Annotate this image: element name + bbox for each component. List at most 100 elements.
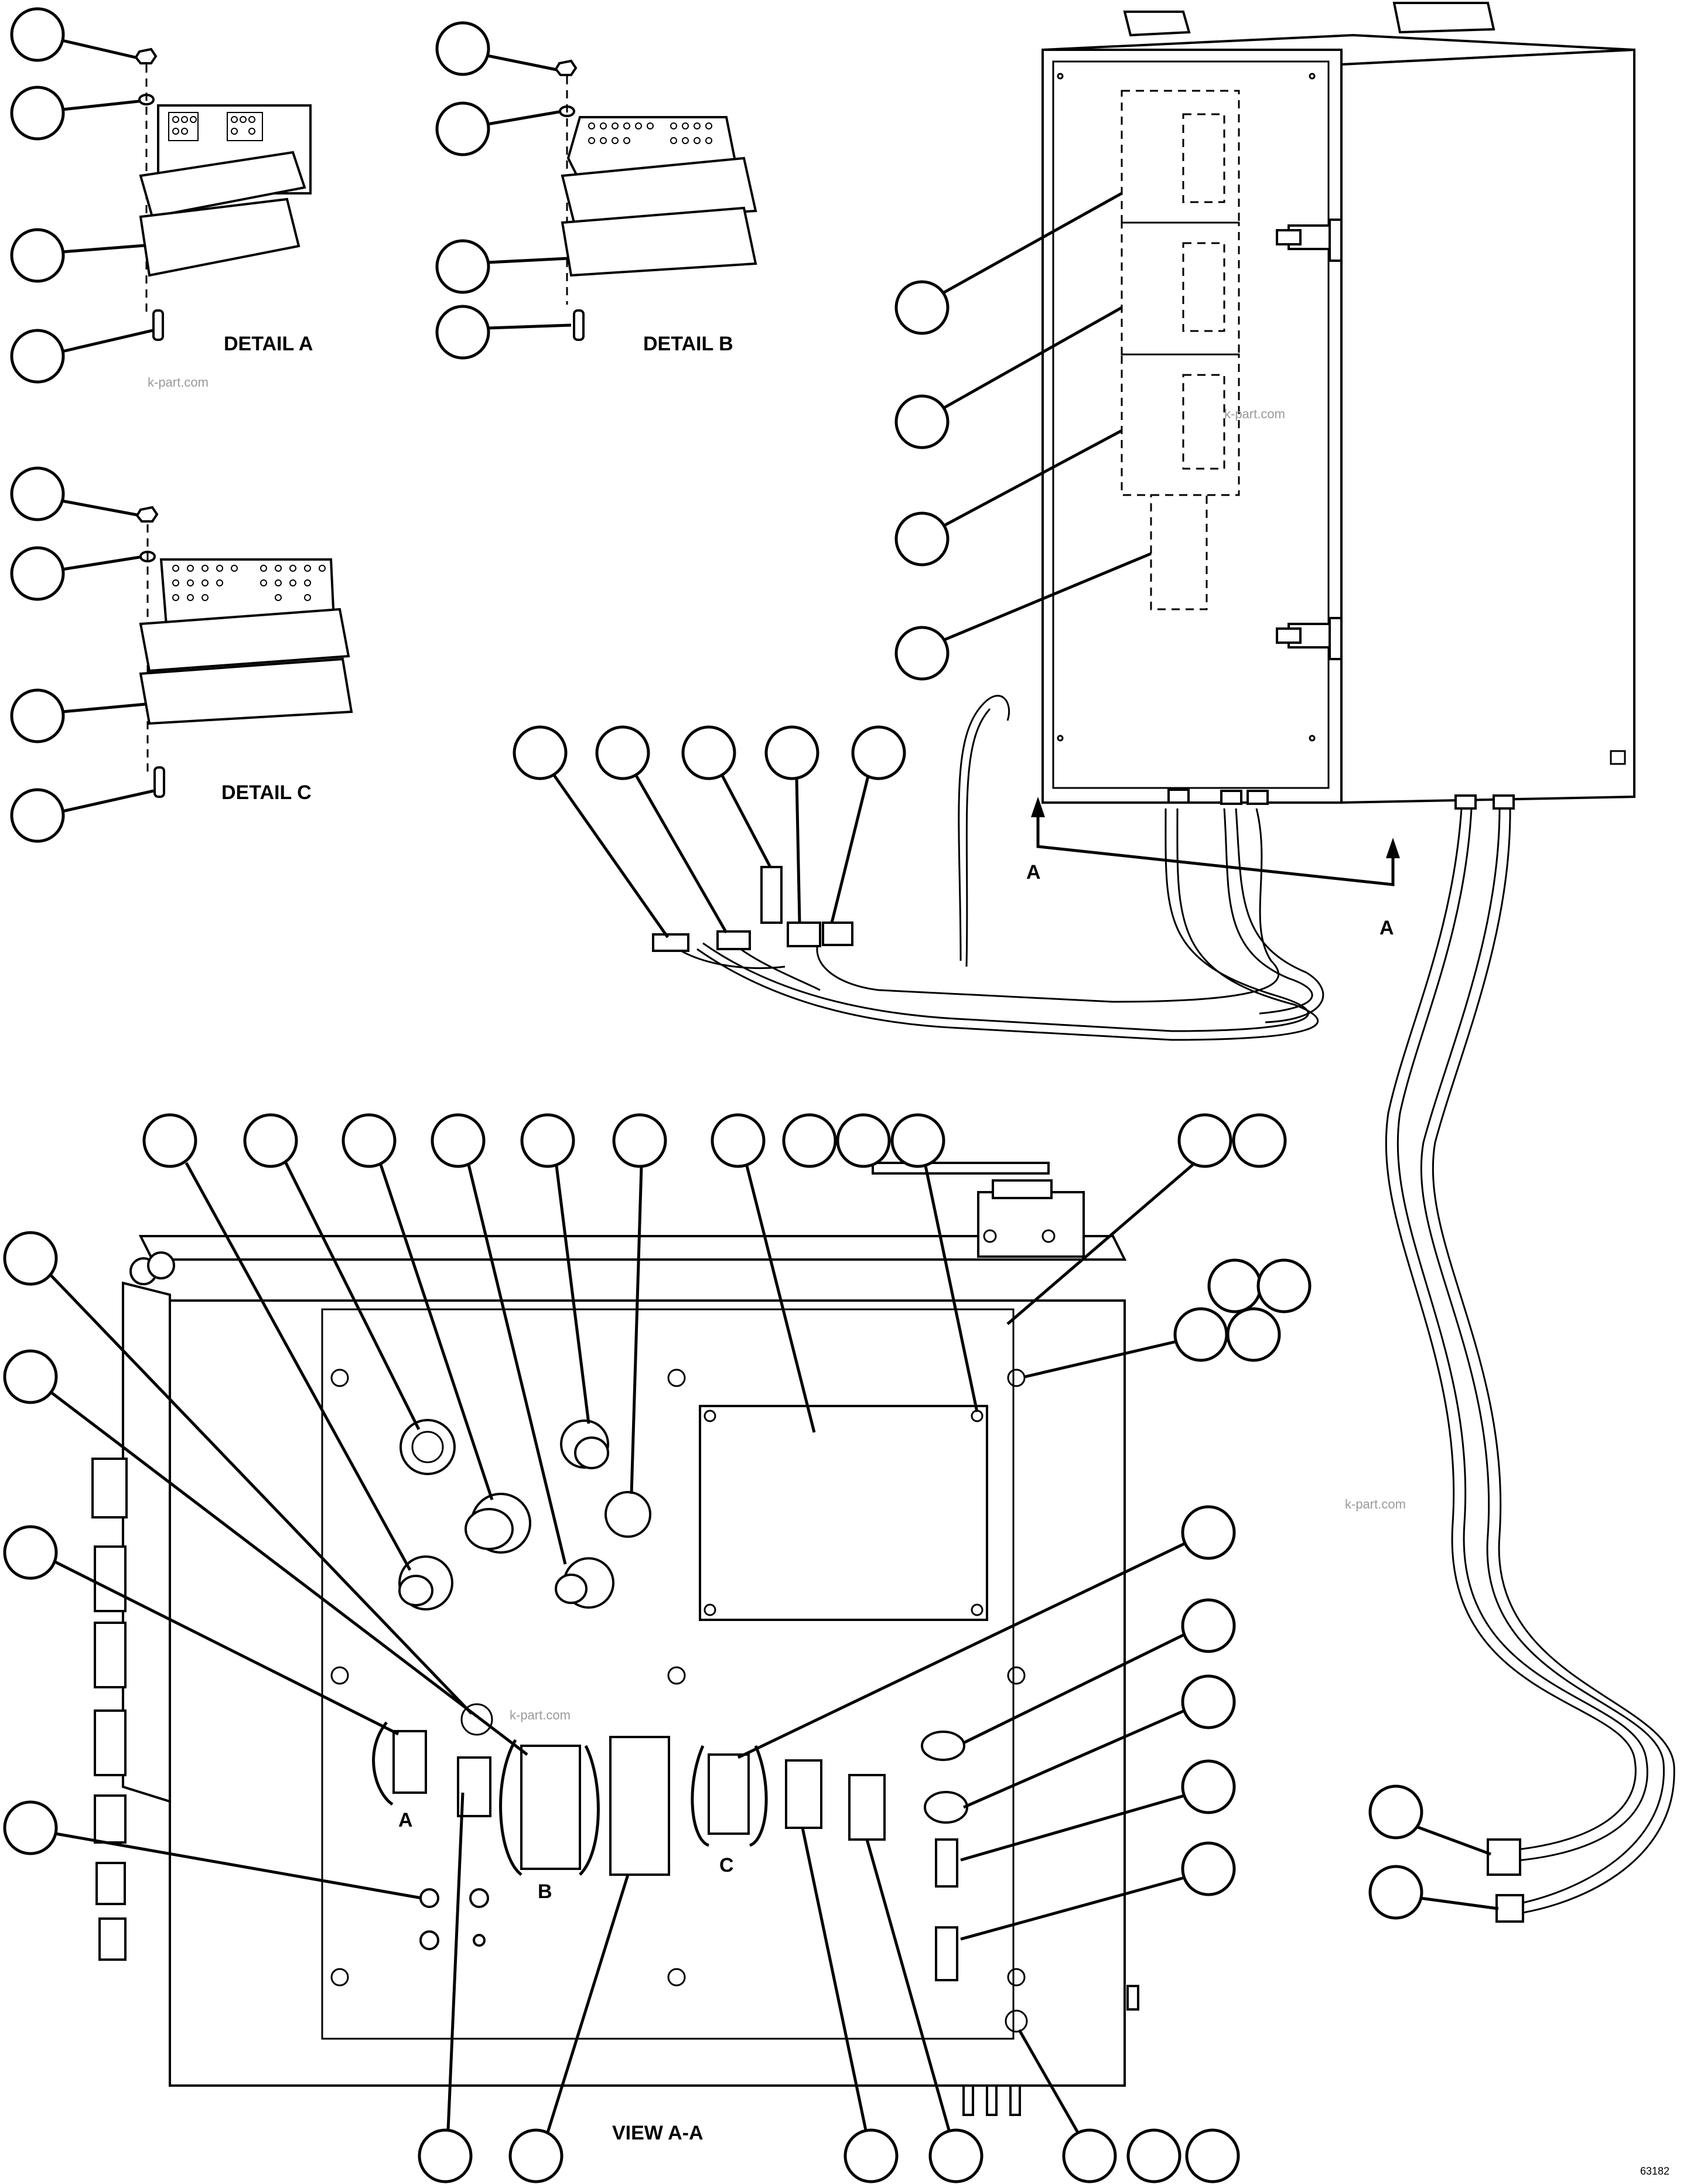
callout-balloon[interactable] (1368, 1784, 1423, 1840)
callout-balloon[interactable] (513, 725, 568, 780)
callout-balloon[interactable] (10, 7, 65, 62)
callout-balloon[interactable] (418, 2128, 473, 2183)
panel-top-edge (138, 1235, 1127, 1261)
callout-balloon[interactable] (764, 725, 819, 780)
callout-balloon[interactable] (3, 1349, 58, 1404)
cable-connector (1495, 1894, 1524, 1923)
callout-balloon[interactable] (782, 1113, 837, 1168)
callout-balloon[interactable] (928, 2128, 983, 2183)
enclosure-side (1340, 48, 1635, 804)
callout-balloon[interactable] (431, 1113, 486, 1168)
callout-balloon[interactable] (1181, 1674, 1236, 1729)
view-label: VIEW A-A (612, 2122, 704, 2144)
mounting-flange (139, 608, 350, 673)
callout-balloon[interactable] (10, 546, 65, 601)
bracket (992, 1179, 1053, 1199)
callout-balloon[interactable] (1207, 1258, 1262, 1313)
callout-balloon[interactable] (10, 228, 65, 283)
watermark: k-part.com (1224, 407, 1285, 421)
callout-balloon[interactable] (3, 1231, 58, 1286)
electrical-enclosure: k-part.com (894, 2, 1635, 810)
screw (152, 309, 164, 341)
callout-balloon[interactable] (1181, 1598, 1236, 1653)
screw (153, 766, 165, 798)
indicator-light (419, 1930, 439, 1950)
bracket (977, 1191, 1085, 1258)
callout-balloon[interactable] (508, 2128, 564, 2183)
rotary-knob (399, 1419, 456, 1475)
side-bulkheads (91, 1458, 128, 1961)
rotary-knob (465, 1493, 531, 1554)
callout-balloon[interactable] (1126, 2128, 1181, 2183)
callout-balloon[interactable] (10, 329, 65, 384)
callout-balloon[interactable] (851, 725, 906, 780)
callout-balloon[interactable] (1232, 1113, 1287, 1168)
callout-balloon[interactable] (10, 86, 65, 141)
rotary-knob (555, 1557, 614, 1609)
harness-connectors (652, 866, 853, 952)
callout-balloon[interactable] (894, 280, 950, 335)
section-mark: A (1026, 861, 1041, 883)
watermark: k-part.com (148, 375, 209, 390)
callout-balloon[interactable] (3, 1525, 58, 1580)
callout-balloon[interactable] (10, 688, 65, 743)
connector-pins (172, 565, 326, 601)
detail-b-label: DETAIL B (643, 333, 733, 355)
callout-balloon[interactable] (844, 2128, 899, 2183)
callout-balloon[interactable] (711, 1113, 766, 1168)
internal-module-4 (1150, 494, 1208, 610)
callout-balloon[interactable] (890, 1113, 945, 1168)
view-a-a: A B C VIEW A-A k-part.com (3, 1113, 1312, 2183)
door-latch (1276, 617, 1343, 660)
callout-balloon[interactable] (1181, 1841, 1236, 1896)
internal-module-1 (1121, 90, 1240, 224)
callout-balloon[interactable] (894, 626, 950, 681)
callout-balloon[interactable] (10, 466, 65, 521)
wire-harness (513, 695, 1324, 1041)
callout-balloon[interactable] (1256, 1258, 1312, 1313)
callout-balloon[interactable] (1226, 1307, 1281, 1362)
watermark: k-part.com (1345, 1497, 1406, 1511)
callout-balloon[interactable] (595, 725, 650, 780)
callout-balloon[interactable] (3, 1800, 58, 1855)
callout-balloon[interactable] (435, 305, 490, 360)
callout-balloon[interactable] (1177, 1113, 1232, 1168)
callout-balloon[interactable] (836, 1113, 891, 1168)
callout-balloon[interactable] (1173, 1307, 1228, 1362)
callout-balloon[interactable] (435, 21, 490, 76)
display-plate (699, 1405, 988, 1621)
nut (134, 47, 158, 64)
detail-b: DETAIL B (435, 21, 757, 360)
mounting-plate (321, 1308, 1015, 2040)
detail-c-label: DETAIL C (221, 782, 312, 804)
callout-balloon[interactable] (894, 511, 950, 567)
callout-balloon[interactable] (142, 1113, 197, 1168)
internal-module-2 (1121, 221, 1240, 356)
toggle-switches (921, 1731, 968, 1981)
cable-connector (1487, 1838, 1521, 1876)
callout-balloon[interactable] (1062, 2128, 1117, 2183)
callout-balloon[interactable] (520, 1113, 575, 1168)
detail-c: DETAIL C (10, 466, 353, 843)
callout-balloon[interactable] (1368, 1865, 1423, 1920)
callout-balloon[interactable] (435, 101, 490, 156)
indicator-light (473, 1934, 486, 1947)
callout-balloon[interactable] (435, 239, 490, 294)
callout-balloon[interactable] (10, 788, 65, 843)
panel-side (122, 1281, 171, 1803)
callout-balloon[interactable] (243, 1113, 298, 1168)
mounting-holes (330, 1369, 1026, 1987)
callout-balloon[interactable] (612, 1113, 667, 1168)
callout-balloon[interactable] (1185, 2128, 1240, 2183)
section-indicator: A A (1026, 797, 1400, 939)
nut (135, 506, 159, 523)
callout-balloon[interactable] (681, 725, 736, 780)
connector-mark: C (719, 1854, 734, 1876)
detail-a-label: DETAIL A (224, 333, 313, 355)
callout-balloon[interactable] (1181, 1759, 1236, 1814)
callout-balloon[interactable] (342, 1113, 397, 1168)
callout-balloon[interactable] (1181, 1505, 1236, 1560)
enclosure-door (1041, 49, 1343, 804)
callout-balloon[interactable] (894, 394, 950, 449)
